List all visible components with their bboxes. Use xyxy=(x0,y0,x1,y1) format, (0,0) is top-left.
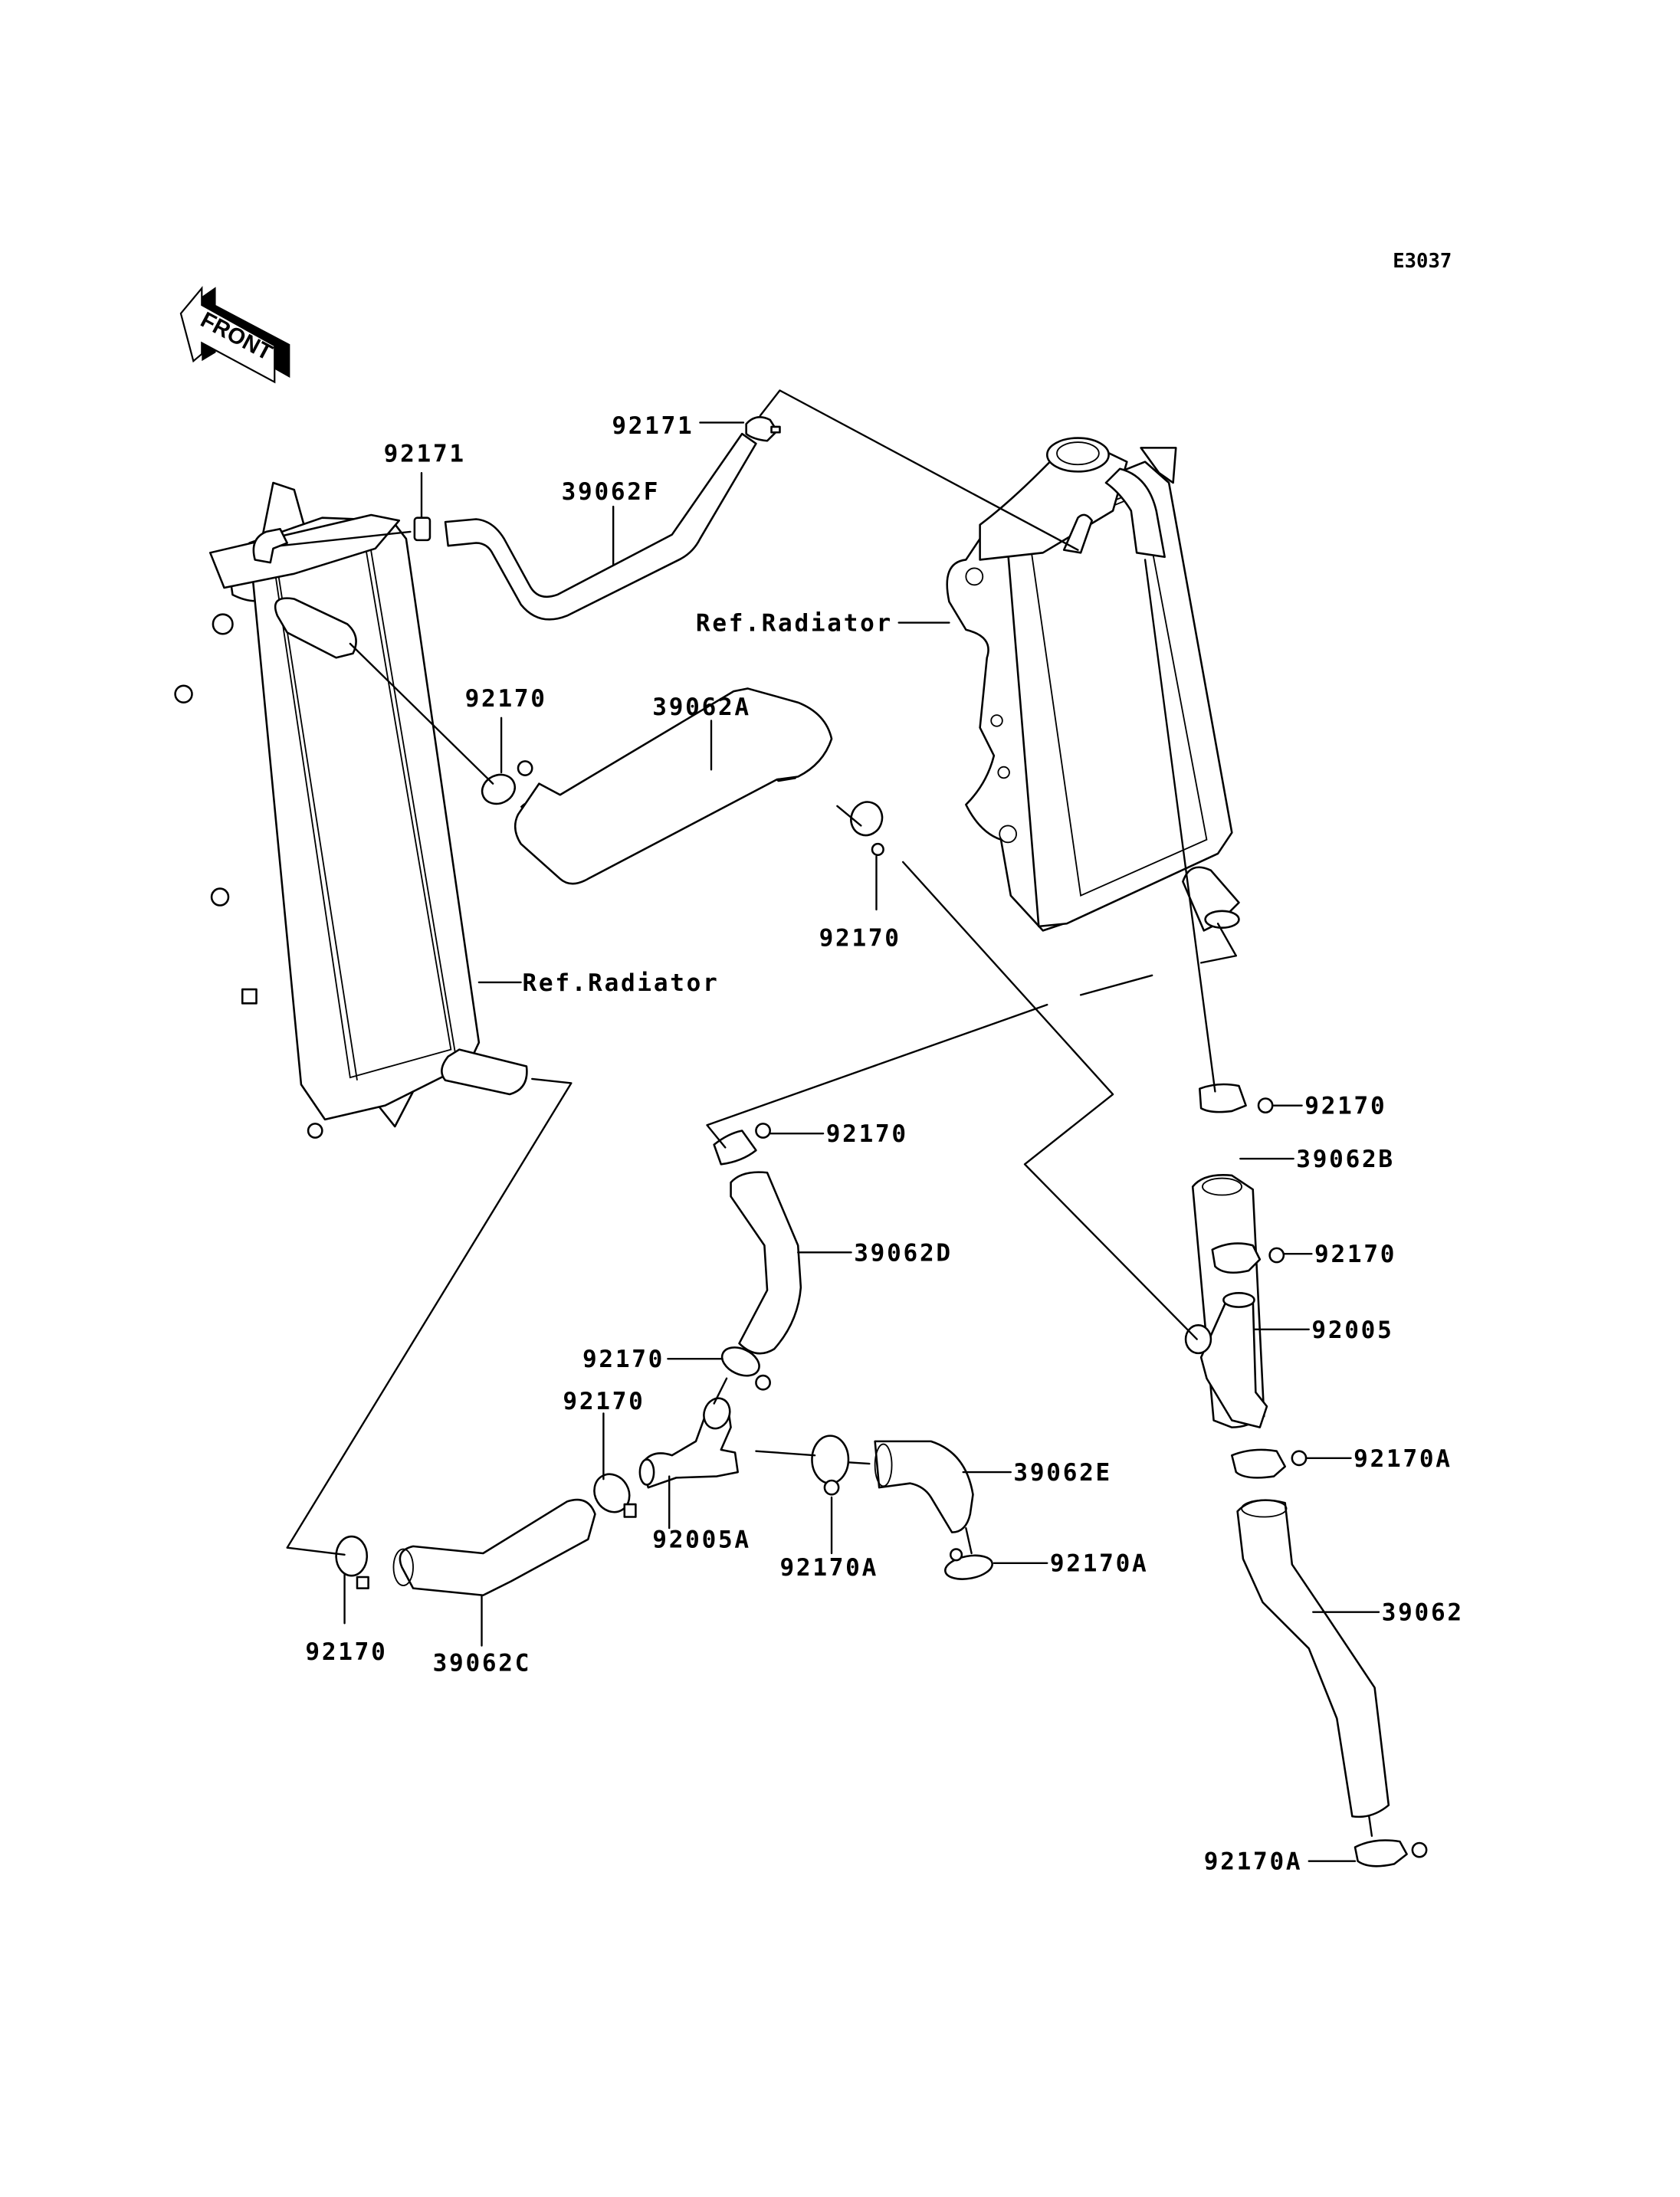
clamp-92170A-bottom xyxy=(1354,1839,1428,1867)
label-92170A-center: 92170A xyxy=(779,1554,878,1582)
fitting-92005A xyxy=(638,1397,739,1489)
label-92170-left: 92170 xyxy=(465,685,547,713)
label-39062C: 39062C xyxy=(433,1649,532,1677)
clamp-92170-right-2 xyxy=(1211,1242,1285,1274)
label-92170A-lower: 92170A xyxy=(1050,1550,1149,1578)
clamp-92170-center-3 xyxy=(593,1473,637,1518)
label-39062A: 39062A xyxy=(652,694,751,721)
hose-39062E xyxy=(874,1440,974,1533)
clip-92171-left xyxy=(413,516,431,542)
label-92170-right-2: 92170 xyxy=(1314,1241,1396,1268)
label-92171-top: 92171 xyxy=(612,412,694,440)
label-92170A-right: 92170A xyxy=(1354,1445,1452,1473)
leader-lines xyxy=(279,389,1380,1862)
clamp-92170-left xyxy=(481,760,533,805)
clamp-92170-center-2 xyxy=(720,1346,771,1391)
label-92170-mid: 92170 xyxy=(819,924,901,952)
label-39062D: 39062D xyxy=(854,1239,953,1267)
clamp-92170-mid xyxy=(850,801,884,857)
label-92171-left: 92171 xyxy=(384,441,466,468)
clamp-92170-right-1 xyxy=(1199,1083,1274,1114)
label-ref-radiator-right: Ref.Radiator xyxy=(696,610,893,638)
clamp-92170-center xyxy=(713,1123,771,1166)
clamp-92170-bottom-left xyxy=(335,1535,369,1589)
front-arrow-icon: FRONT xyxy=(179,286,290,384)
clamp-92170A-right xyxy=(1231,1448,1308,1479)
label-39062E: 39062E xyxy=(1013,1459,1112,1487)
label-92170-center: 92170 xyxy=(826,1120,908,1148)
hose-39062F xyxy=(444,432,757,621)
label-92170-center-3: 92170 xyxy=(563,1388,645,1415)
label-92170-bottom-left: 92170 xyxy=(305,1638,387,1666)
label-92170A-bottom: 92170A xyxy=(1204,1848,1303,1876)
hose-39062 xyxy=(1236,1499,1390,1818)
label-92170-right-1: 92170 xyxy=(1304,1093,1386,1120)
label-39062: 39062 xyxy=(1382,1599,1464,1627)
hose-39062C xyxy=(399,1498,596,1597)
label-92005: 92005 xyxy=(1311,1317,1393,1344)
right-radiator xyxy=(946,437,1240,932)
left-radiator xyxy=(174,481,528,1139)
label-39062F: 39062F xyxy=(562,478,661,506)
label-92170-center-2: 92170 xyxy=(582,1346,664,1373)
fitting-92005 xyxy=(1184,1292,1268,1428)
label-ref-radiator-left: Ref.Radiator xyxy=(522,969,719,997)
clamp-92170A-lower xyxy=(944,1548,993,1580)
clamp-92170A-center xyxy=(811,1435,850,1496)
label-39062B: 39062B xyxy=(1296,1146,1395,1173)
diagram-code: E3037 xyxy=(1393,250,1452,273)
clip-92171-top xyxy=(745,416,781,442)
label-92005A: 92005A xyxy=(652,1526,751,1554)
hose-39062D xyxy=(730,1171,802,1355)
